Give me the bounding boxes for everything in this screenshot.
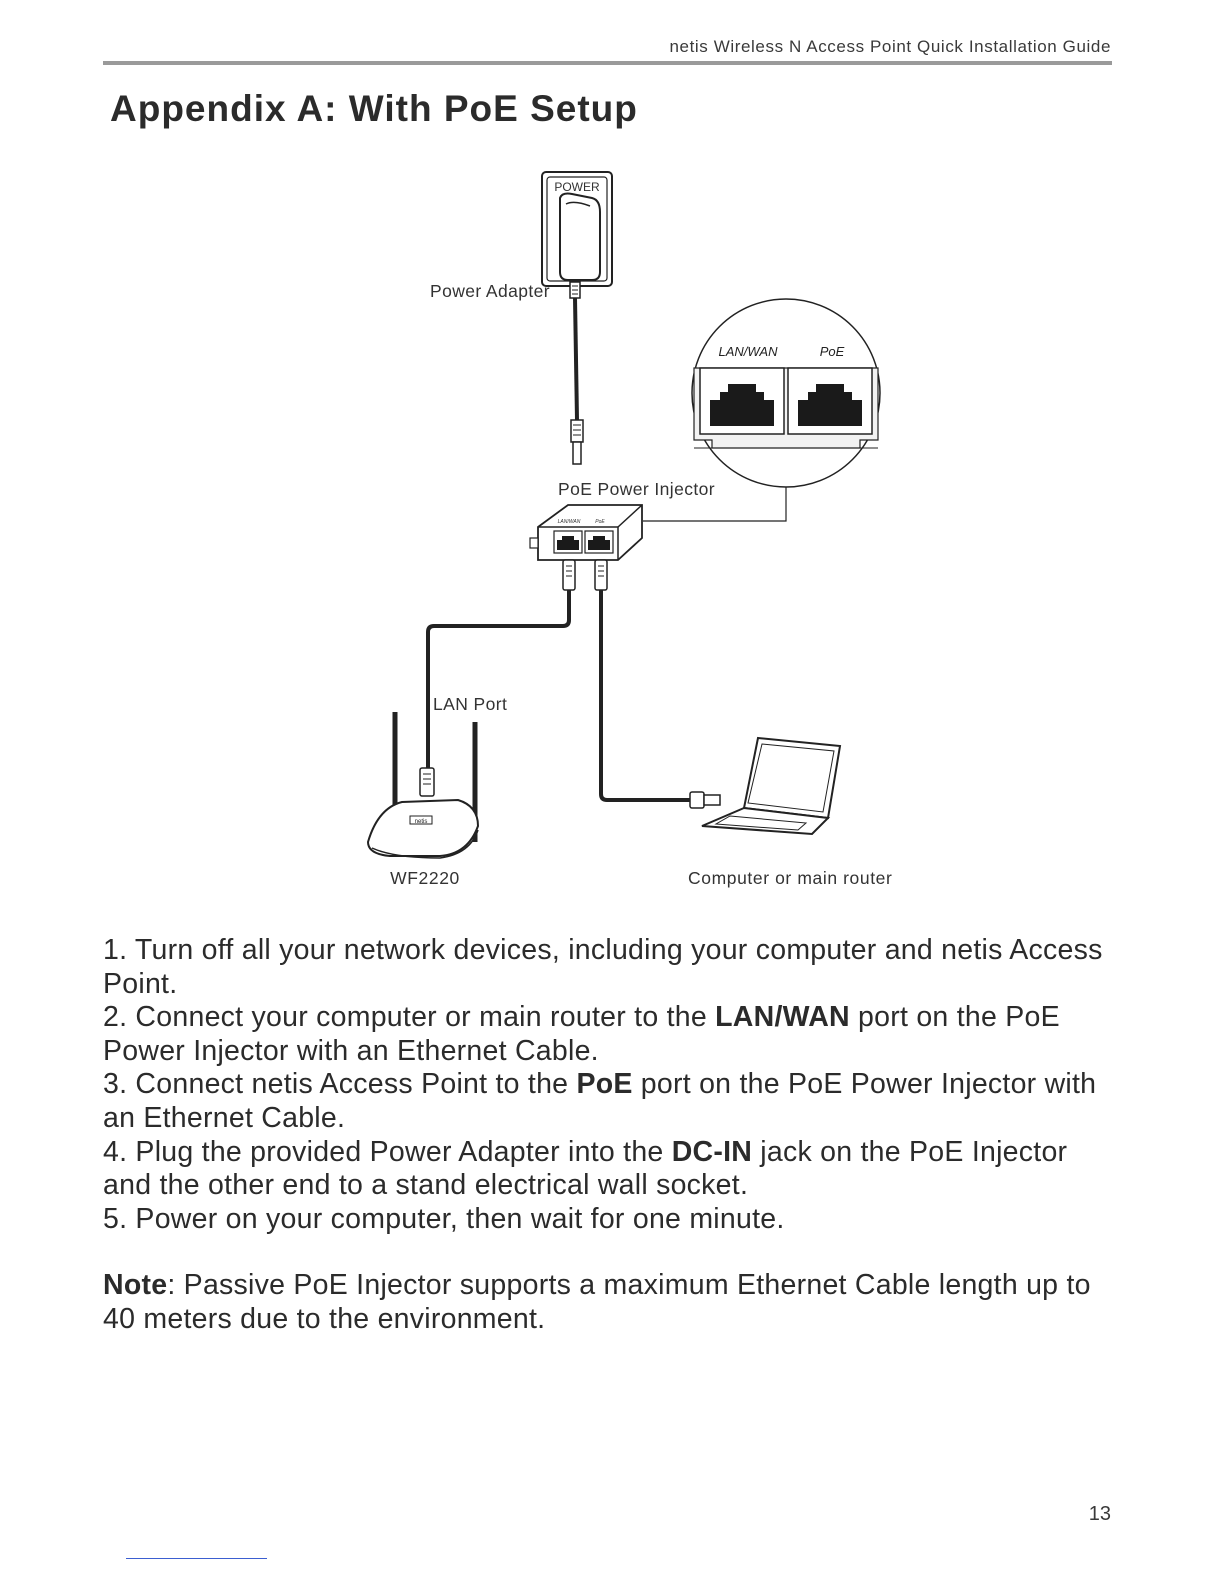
- callout-leader-line: [643, 487, 787, 522]
- note-label: Note: [103, 1269, 168, 1301]
- port-zoom-callout: LAN/WAN PoE: [691, 298, 881, 488]
- step-2: 2. Connect your computer or main router …: [103, 1001, 1060, 1067]
- poe-injector-icon: LAN/WAN PoE: [529, 504, 643, 561]
- footer-link-underline: [126, 1558, 267, 1559]
- access-point-model-label: WF2220: [390, 868, 460, 888]
- power-adapter-label: Power Adapter: [430, 281, 550, 301]
- step-5: 5. Power on your computer, then wait for…: [103, 1202, 785, 1235]
- poe-port-icon: [798, 384, 862, 426]
- access-point-logo: netis: [415, 819, 428, 825]
- zoom-lan-wan-label: LAN/WAN: [719, 344, 779, 359]
- ethernet-plug-right: [594, 559, 608, 591]
- setup-steps: 1. Turn off all your network devices, in…: [103, 934, 1118, 1236]
- header-divider: [103, 61, 1112, 65]
- ethernet-cable-to-access-point: [426, 590, 571, 768]
- step-3: 3. Connect netis Access Point to the PoE…: [103, 1068, 1097, 1134]
- note-text: : Passive PoE Injector supports a maximu…: [103, 1269, 1091, 1335]
- poe-injector-label: PoE Power Injector: [558, 479, 715, 499]
- ethernet-plug-left: [562, 559, 576, 591]
- lan-port-label: LAN Port: [433, 694, 507, 714]
- guide-title: netis Wireless N Access Point Quick Inst…: [669, 37, 1111, 56]
- note-block: Note: Passive PoE Injector supports a ma…: [103, 1269, 1118, 1336]
- access-point-icon: netis: [366, 712, 480, 859]
- page-title: Appendix A: With PoE Setup: [110, 88, 638, 129]
- injector-poe-label: PoE: [595, 519, 605, 525]
- wall-socket-label: POWER: [554, 180, 600, 194]
- power-adapter-icon: [559, 192, 601, 299]
- computer-icon: [689, 736, 842, 836]
- zoom-poe-label: PoE: [820, 344, 845, 359]
- page-number: 13: [1088, 1503, 1111, 1525]
- power-cable: [570, 297, 584, 465]
- step-4: 4. Plug the provided Power Adapter into …: [103, 1135, 1068, 1202]
- lan-wan-port-icon: [710, 384, 774, 426]
- ethernet-cable-to-computer: [599, 590, 690, 802]
- step-1: 1. Turn off all your network devices, in…: [103, 934, 1103, 1000]
- injector-lan-wan-label: LAN/WAN: [558, 519, 581, 525]
- computer-label: Computer or main router: [688, 868, 892, 888]
